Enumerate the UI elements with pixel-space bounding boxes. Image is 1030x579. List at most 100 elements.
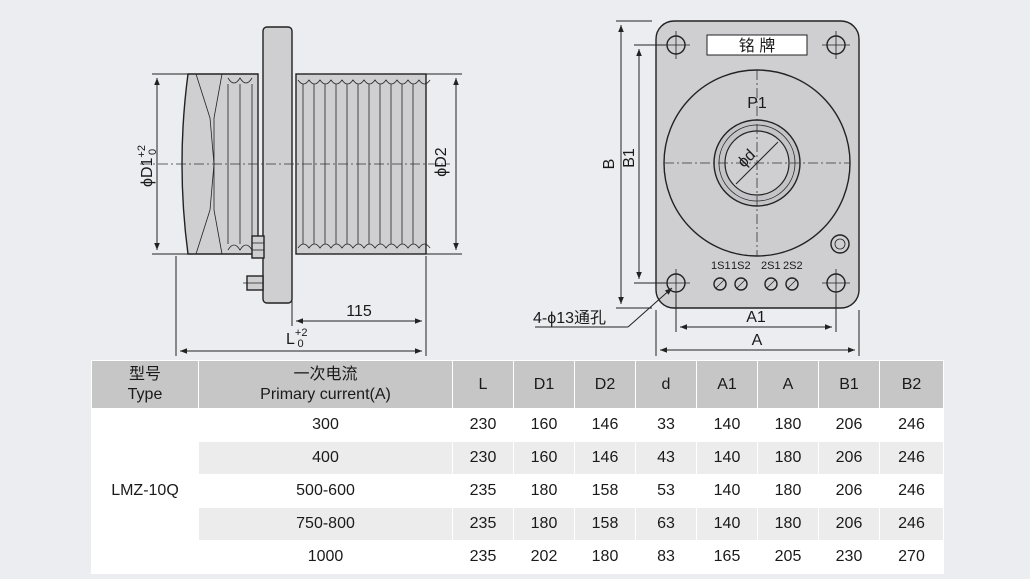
value-cell: 246 (879, 507, 944, 541)
value-cell: 230 (818, 540, 880, 574)
table-row: 500-600 235 180 158 53 140 180 206 246 (92, 474, 944, 508)
value-cell: 53 (635, 474, 697, 508)
value-cell: 230 (452, 408, 514, 442)
value-cell: 160 (513, 441, 575, 475)
value-cell: 140 (696, 474, 758, 508)
p1-label: P1 (747, 95, 767, 112)
value-cell: 158 (574, 507, 636, 541)
d1-label: ϕD1 (139, 157, 156, 187)
svg-text:L+20: L+20 (286, 327, 307, 350)
value-cell: 165 (696, 540, 758, 574)
value-cell: 205 (757, 540, 819, 574)
value-cell: 180 (757, 507, 819, 541)
value-cell: 180 (757, 474, 819, 508)
terminal-bolts (243, 235, 265, 291)
value-cell: 230 (452, 441, 514, 475)
value-cell: 246 (879, 408, 944, 442)
secondary-terminals: 1S1 1S2 2S1 2S2 (711, 260, 803, 291)
table-row: 400 230 160 146 43 140 180 206 246 (92, 441, 944, 475)
primary-ribs (227, 77, 253, 251)
value-cell: 206 (818, 441, 880, 475)
value-cell: 270 (879, 540, 944, 574)
header-current-cn: 一次电流 (293, 365, 358, 383)
current-cell: 400 (198, 441, 453, 475)
table-row: 750-800 235 180 158 63 140 180 206 246 (92, 507, 944, 541)
table-row: LMZ-10Q 300 230 160 146 33 140 180 206 2… (91, 408, 944, 574)
d1-tol-upper: +2 (136, 145, 148, 158)
header-current-en: Primary current(A) (260, 385, 391, 403)
current-cell: 1000 (198, 540, 453, 574)
mounting-flange (262, 26, 293, 304)
dim-115-label: 115 (346, 303, 372, 320)
value-cell: 140 (696, 441, 758, 475)
value-cell: 206 (818, 507, 880, 541)
value-cell: 235 (452, 507, 514, 541)
header-b2: B2 (879, 360, 944, 409)
front-view: 铭 牌 ϕd P1 1S1 1S2 2S1 2S2 (533, 20, 860, 356)
header-b1: B1 (818, 360, 880, 409)
current-cell: 300 (198, 408, 453, 442)
svg-text:ϕD1+20: ϕD1+20 (136, 145, 159, 187)
value-cell: 206 (818, 474, 880, 508)
b-label: B (601, 159, 618, 170)
hole-note: 4-ϕ13通孔 (533, 309, 606, 327)
terminal-label-1s2: 1S2 (731, 260, 751, 272)
d2-label: ϕD2 (433, 147, 450, 177)
value-cell: 180 (513, 507, 575, 541)
terminal-label-2s2: 2S2 (783, 260, 803, 272)
insulator-rib-wave (297, 79, 431, 85)
terminal-label-1s1: 1S1 (711, 260, 731, 272)
value-cell: 235 (452, 474, 514, 508)
value-cell: 235 (452, 540, 514, 574)
value-cell: 140 (696, 408, 758, 442)
b1-label: B1 (621, 148, 638, 168)
value-cell: 43 (635, 441, 697, 475)
value-cell: 146 (574, 408, 636, 442)
value-cell: 202 (513, 540, 575, 574)
a1-label: A1 (746, 309, 766, 326)
current-cell: 500-600 (198, 474, 453, 508)
terminal-label-2s1: 2S1 (761, 260, 781, 272)
l-tol-upper: +2 (295, 327, 308, 339)
nameplate-label: 铭 牌 (739, 37, 775, 55)
insulator-rib-wave (297, 243, 431, 249)
header-d2: D2 (574, 360, 636, 409)
value-cell: 246 (879, 441, 944, 475)
value-cell: 158 (574, 474, 636, 508)
value-cell: 206 (818, 408, 880, 442)
value-cell: 63 (635, 507, 697, 541)
value-cell: 83 (635, 540, 697, 574)
header-a: A (757, 360, 819, 409)
header-type-en: Type (127, 385, 163, 403)
value-cell: 160 (513, 408, 575, 442)
header-type: 型号 Type (91, 360, 199, 409)
spec-table: 型号 Type 一次电流 Primary current(A) L D1 D2 … (91, 360, 944, 574)
l-label: L (286, 331, 295, 348)
header-d1: D1 (513, 360, 575, 409)
d1-tol-lower: 0 (147, 149, 159, 155)
value-cell: 180 (757, 441, 819, 475)
header-l: L (452, 360, 514, 409)
a-label: A (752, 332, 763, 349)
value-cell: 246 (879, 474, 944, 508)
header-type-cn: 型号 (128, 365, 161, 383)
corner-holes (662, 31, 850, 297)
header-d: d (635, 360, 697, 409)
value-cell: 180 (574, 540, 636, 574)
value-cell: 180 (757, 408, 819, 442)
table-row: 1000 235 202 180 83 165 205 230 270 (92, 540, 944, 574)
table-header-row: 型号 Type 一次电流 Primary current(A) L D1 D2 … (91, 360, 944, 409)
current-cell: 750-800 (198, 507, 453, 541)
model-cell: LMZ-10Q (91, 408, 199, 574)
nameplate-box (706, 34, 808, 56)
value-cell: 140 (696, 507, 758, 541)
ground-bolt (830, 234, 850, 254)
header-current: 一次电流 Primary current(A) (198, 360, 453, 409)
l-tol-lower: 0 (297, 338, 303, 350)
value-cell: 33 (635, 408, 697, 442)
value-cell: 180 (513, 474, 575, 508)
header-a1: A1 (696, 360, 758, 409)
value-cell: 146 (574, 441, 636, 475)
